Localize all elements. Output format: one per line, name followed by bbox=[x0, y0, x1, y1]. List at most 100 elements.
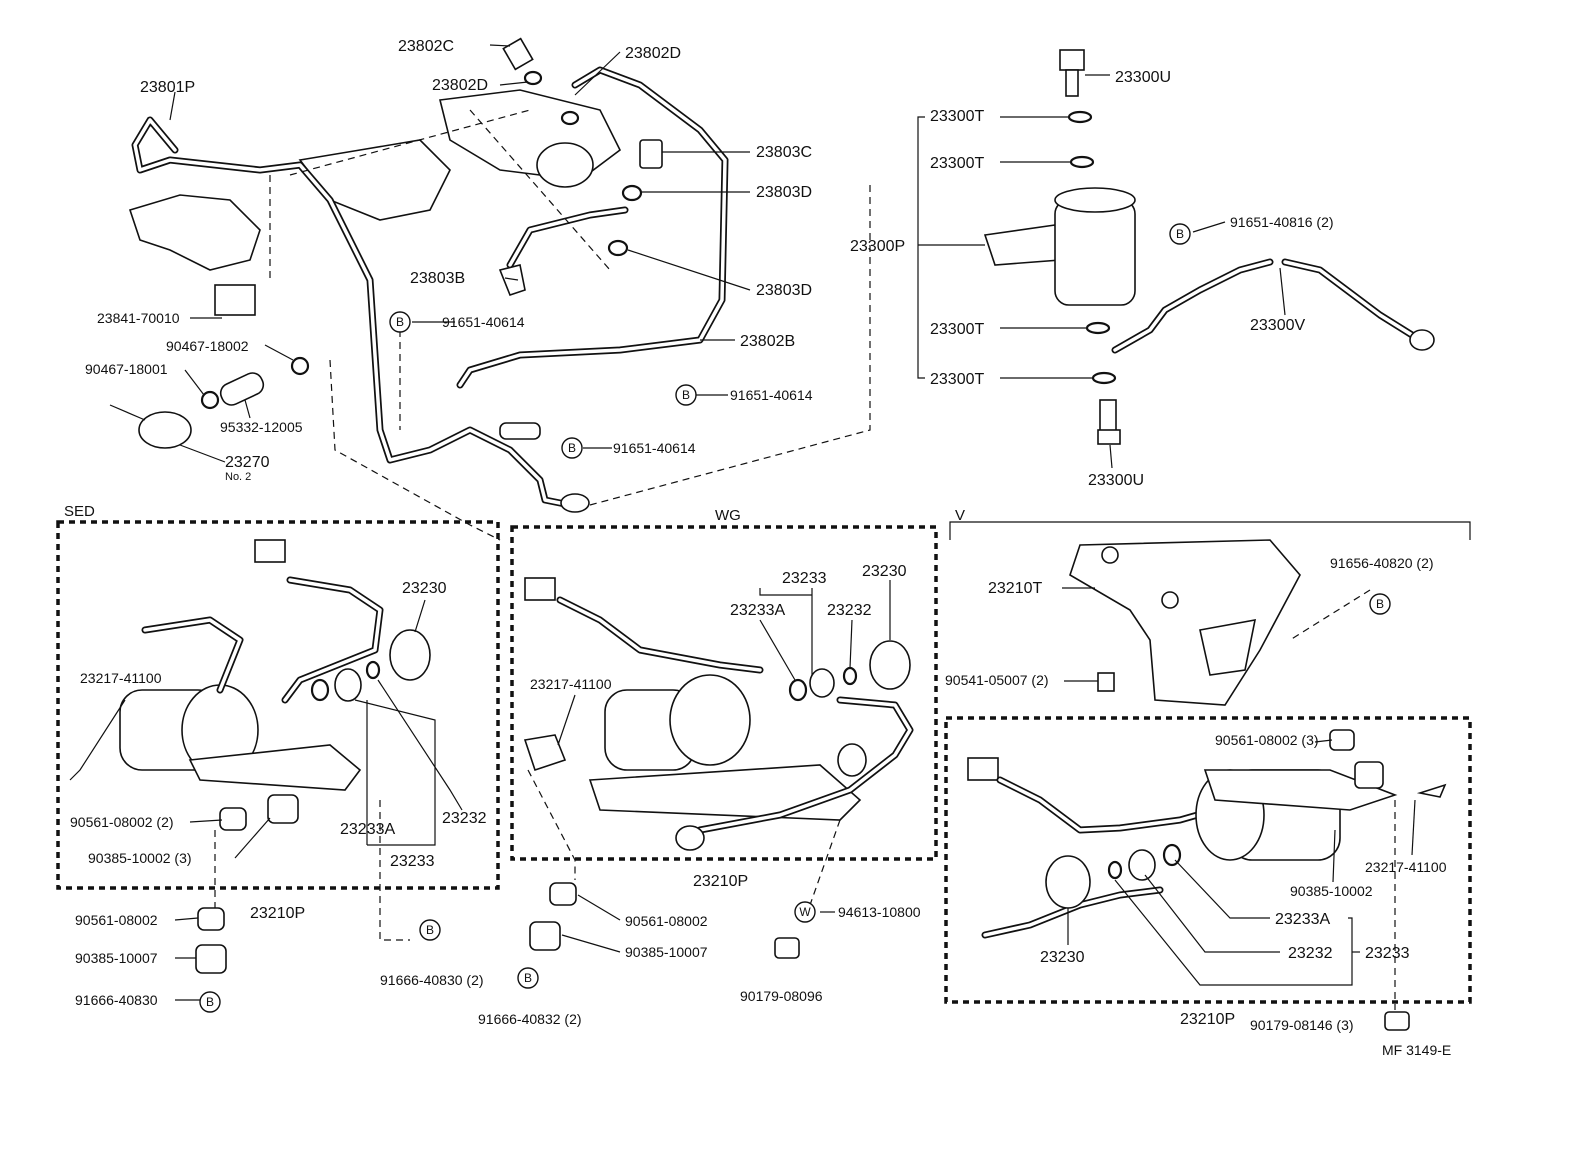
v-bracket-window bbox=[1199, 619, 1257, 676]
part-label: 23210P bbox=[1180, 1011, 1235, 1028]
part-label: 23803D bbox=[756, 282, 812, 299]
wg-lower-parts bbox=[529, 882, 835, 959]
part-label: 23232 bbox=[827, 602, 872, 619]
sed-filter-23230 bbox=[389, 629, 431, 681]
v-cushion-23232 bbox=[1128, 849, 1156, 881]
part-label: 23210P bbox=[250, 905, 305, 922]
hose-fitting bbox=[499, 422, 541, 440]
wg-dashed-box bbox=[510, 525, 938, 861]
bolt-symbol-label: B bbox=[1176, 227, 1184, 241]
v-washer bbox=[1107, 860, 1123, 880]
pressure-regulator bbox=[536, 142, 594, 188]
part-label: 90385-10002 (3) bbox=[88, 850, 192, 866]
wg-cushion bbox=[809, 668, 835, 698]
manifold-outline-2 bbox=[298, 139, 451, 221]
union-23803B bbox=[498, 264, 526, 296]
sed-washer bbox=[365, 660, 381, 680]
section-sed bbox=[56, 520, 500, 941]
bolt-symbol bbox=[675, 384, 697, 406]
part-label: 23217-41100 bbox=[530, 676, 612, 692]
part-label: 23300V bbox=[1250, 317, 1305, 334]
sed-pump-bracket bbox=[188, 744, 362, 791]
section-wg bbox=[510, 525, 938, 906]
v-pump-bracket bbox=[1203, 769, 1398, 811]
bolt-symbol-label: B bbox=[524, 971, 532, 985]
v-filter-23230 bbox=[1045, 855, 1091, 909]
sed-cushion-23232 bbox=[334, 668, 362, 702]
hose-end-23300V bbox=[1409, 329, 1435, 351]
v-ring-23233A bbox=[1162, 843, 1182, 867]
part-label: 91651-40816 (2) bbox=[1230, 214, 1334, 230]
washer-symbol bbox=[794, 901, 816, 923]
part-label: 91656-40820 (2) bbox=[1330, 555, 1434, 571]
union-bolt-23803C bbox=[639, 139, 663, 169]
v-bolt-90541 bbox=[1097, 672, 1115, 692]
part-label: 23300P bbox=[850, 238, 905, 255]
v-dashed-box bbox=[944, 716, 1472, 1004]
v-connector bbox=[967, 757, 999, 781]
v-bracket-hole bbox=[1101, 546, 1119, 564]
bolt-symbol-label: B bbox=[396, 315, 404, 329]
fuel-line-assembly bbox=[109, 37, 871, 541]
part-label: 90179-08096 bbox=[740, 988, 823, 1004]
part-label: 91666-40830 (2) bbox=[380, 972, 484, 988]
gasket-23300T-4 bbox=[1091, 371, 1117, 385]
bracket-23841 bbox=[214, 284, 256, 316]
gasket-23802D bbox=[523, 70, 543, 86]
bolt-symbol bbox=[1169, 223, 1191, 245]
part-label: 23300U bbox=[1115, 69, 1171, 86]
wg-bracket-23217 bbox=[523, 734, 567, 772]
part-label: 90179-08146 (3) bbox=[1250, 1017, 1354, 1033]
part-label: 91666-40830 bbox=[75, 992, 158, 1008]
bolt-symbol-label: B bbox=[206, 995, 214, 1009]
v-bracket-hole-2 bbox=[1161, 591, 1179, 609]
washer-symbol-label: W bbox=[799, 905, 811, 919]
part-labels: 23802C 23802D 23802D 23801P 23803C 23803… bbox=[70, 38, 1451, 1058]
sed-grommet-90561 bbox=[219, 807, 247, 831]
bolt-symbol bbox=[389, 311, 411, 333]
sed-ring-23233A bbox=[310, 678, 330, 702]
part-label: 90385-10007 bbox=[625, 944, 708, 960]
part-label: 23233 bbox=[782, 570, 827, 587]
part-label: 90541-05007 (2) bbox=[945, 672, 1049, 688]
part-label: 23300T bbox=[930, 321, 984, 338]
v-nut-90179 bbox=[1384, 1011, 1410, 1031]
part-label: No. 2 bbox=[225, 471, 251, 483]
leader-lines-top bbox=[169, 44, 751, 463]
part-label: 23801P bbox=[140, 79, 195, 96]
part-label: 90467-18001 bbox=[85, 361, 168, 377]
union-bolt-head-23300U bbox=[1059, 49, 1085, 71]
section-v bbox=[944, 521, 1472, 1031]
part-label: 23841-70010 bbox=[97, 310, 180, 326]
part-label: 23803C bbox=[756, 144, 812, 161]
union-bolt-23802C bbox=[502, 37, 534, 71]
part-label: 23803B bbox=[410, 270, 465, 287]
sed-cushion-90385 bbox=[267, 794, 299, 824]
section-title-wg: WG bbox=[715, 507, 741, 524]
filter-bracket bbox=[983, 224, 1061, 266]
part-label: 23300T bbox=[930, 371, 984, 388]
gasket-23803D bbox=[621, 184, 643, 202]
union-bolt-head-lower bbox=[1097, 429, 1121, 445]
gasket-23300T-2 bbox=[1069, 155, 1095, 169]
wg-filter-23230 bbox=[869, 640, 911, 690]
part-label: 23233 bbox=[1365, 945, 1410, 962]
sed-connector bbox=[254, 539, 286, 563]
sed-grommet-lower bbox=[197, 907, 225, 931]
wg-connector bbox=[524, 577, 556, 601]
part-label: 23300T bbox=[930, 108, 984, 125]
part-label: 23233A bbox=[730, 602, 785, 619]
part-label: 23233 bbox=[390, 853, 435, 870]
part-label: 23300T bbox=[930, 155, 984, 172]
part-label: 23232 bbox=[442, 810, 487, 827]
part-label: 23802B bbox=[740, 333, 795, 350]
diagram-code: MF 3149-E bbox=[1382, 1042, 1451, 1058]
symbol-circles: B B B B B B B B W bbox=[199, 223, 1391, 1013]
bolt-symbol bbox=[561, 437, 583, 459]
part-label: 91666-40832 (2) bbox=[478, 1011, 582, 1027]
fuel-filter-assembly bbox=[917, 49, 1435, 469]
gasket-23803D-2 bbox=[607, 239, 629, 257]
wg-mount bbox=[837, 743, 867, 777]
gasket-23300T-1 bbox=[1067, 110, 1093, 124]
part-label: 90561-08002 bbox=[625, 913, 708, 929]
